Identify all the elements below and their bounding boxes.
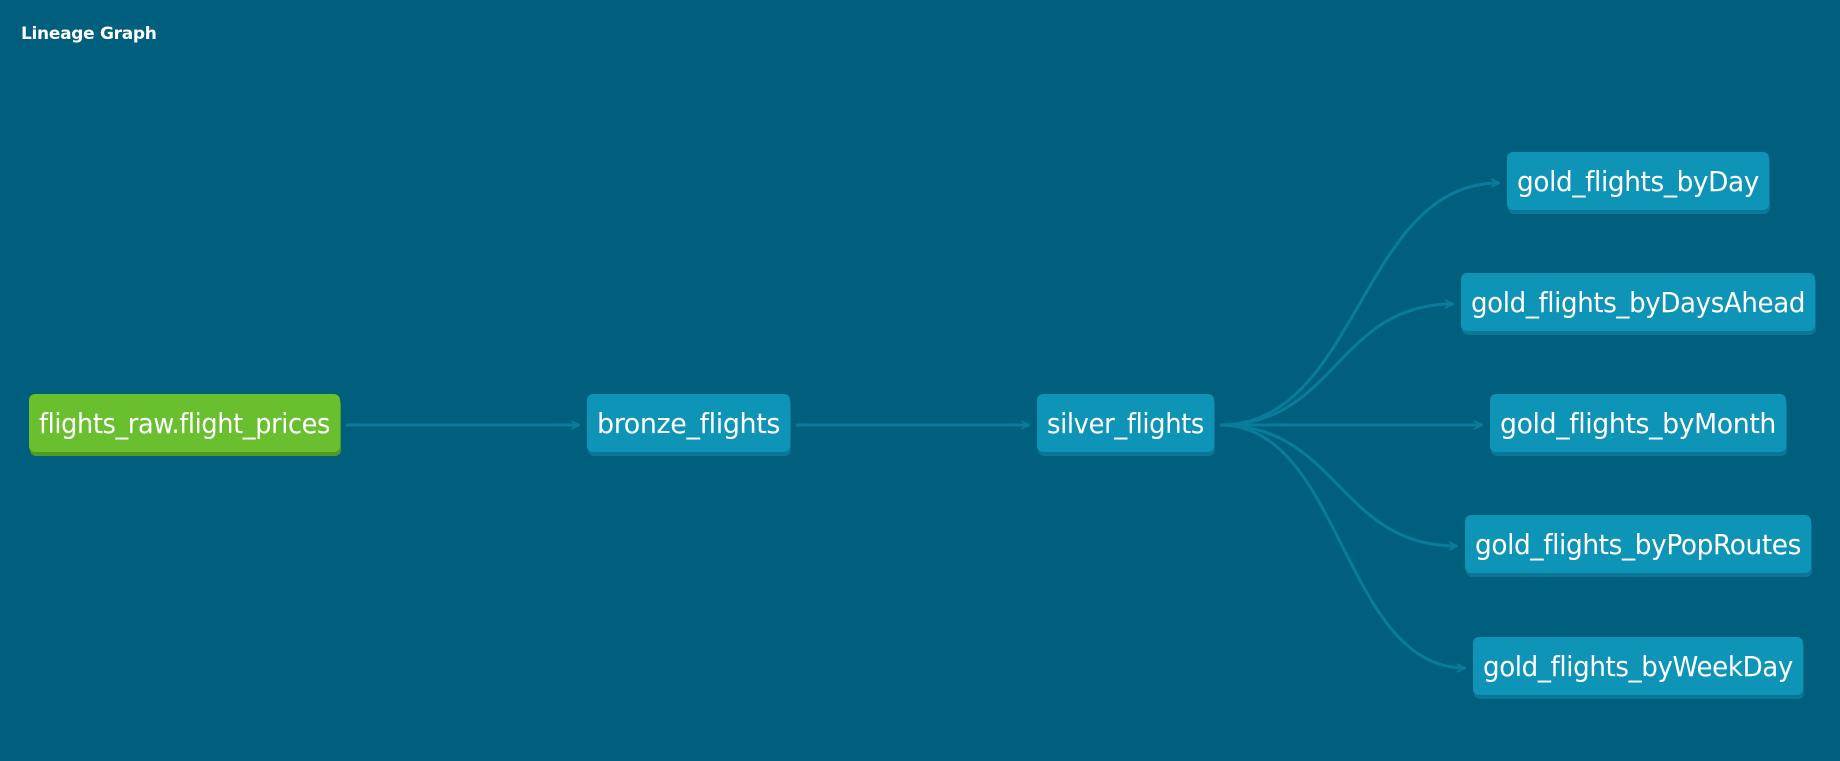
node-label: gold_flights_byPopRoutes [1475,528,1801,561]
node-gold_weekday[interactable]: gold_flights_byWeekDay [1473,637,1804,699]
node-box [1473,637,1803,695]
node-label: bronze_flights [597,407,780,440]
node-box [1037,394,1214,452]
node-label: gold_flights_byMonth [1500,407,1776,440]
node-label: gold_flights_byDay [1517,165,1759,198]
node-label: gold_flights_byWeekDay [1483,650,1793,683]
edge-silver-to-gold_poproutes [1219,423,1457,546]
node-box [1507,152,1769,210]
node-gold_month[interactable]: gold_flights_byMonth [1490,394,1787,456]
node-label: flights_raw.flight_prices [39,407,330,440]
node-flights_raw[interactable]: flights_raw.flight_prices [29,394,341,456]
edge-silver-to-gold_daysahead [1219,304,1453,427]
node-silver[interactable]: silver_flights [1037,394,1215,456]
node-label: silver_flights [1047,407,1204,440]
node-label: gold_flights_byDaysAhead [1471,286,1805,319]
node-box [1490,394,1786,452]
node-box [587,394,790,452]
node-gold_day[interactable]: gold_flights_byDay [1507,152,1770,214]
node-box [1461,273,1815,331]
edge-silver-to-gold_day [1219,183,1499,427]
page-title: Lineage Graph [21,24,157,44]
edge-silver-to-gold_weekday [1219,423,1465,668]
node-box [29,394,340,452]
node-box [1465,515,1811,573]
node-bronze[interactable]: bronze_flights [587,394,791,456]
node-gold_poproutes[interactable]: gold_flights_byPopRoutes [1465,515,1812,577]
node-gold_daysahead[interactable]: gold_flights_byDaysAhead [1461,273,1816,335]
